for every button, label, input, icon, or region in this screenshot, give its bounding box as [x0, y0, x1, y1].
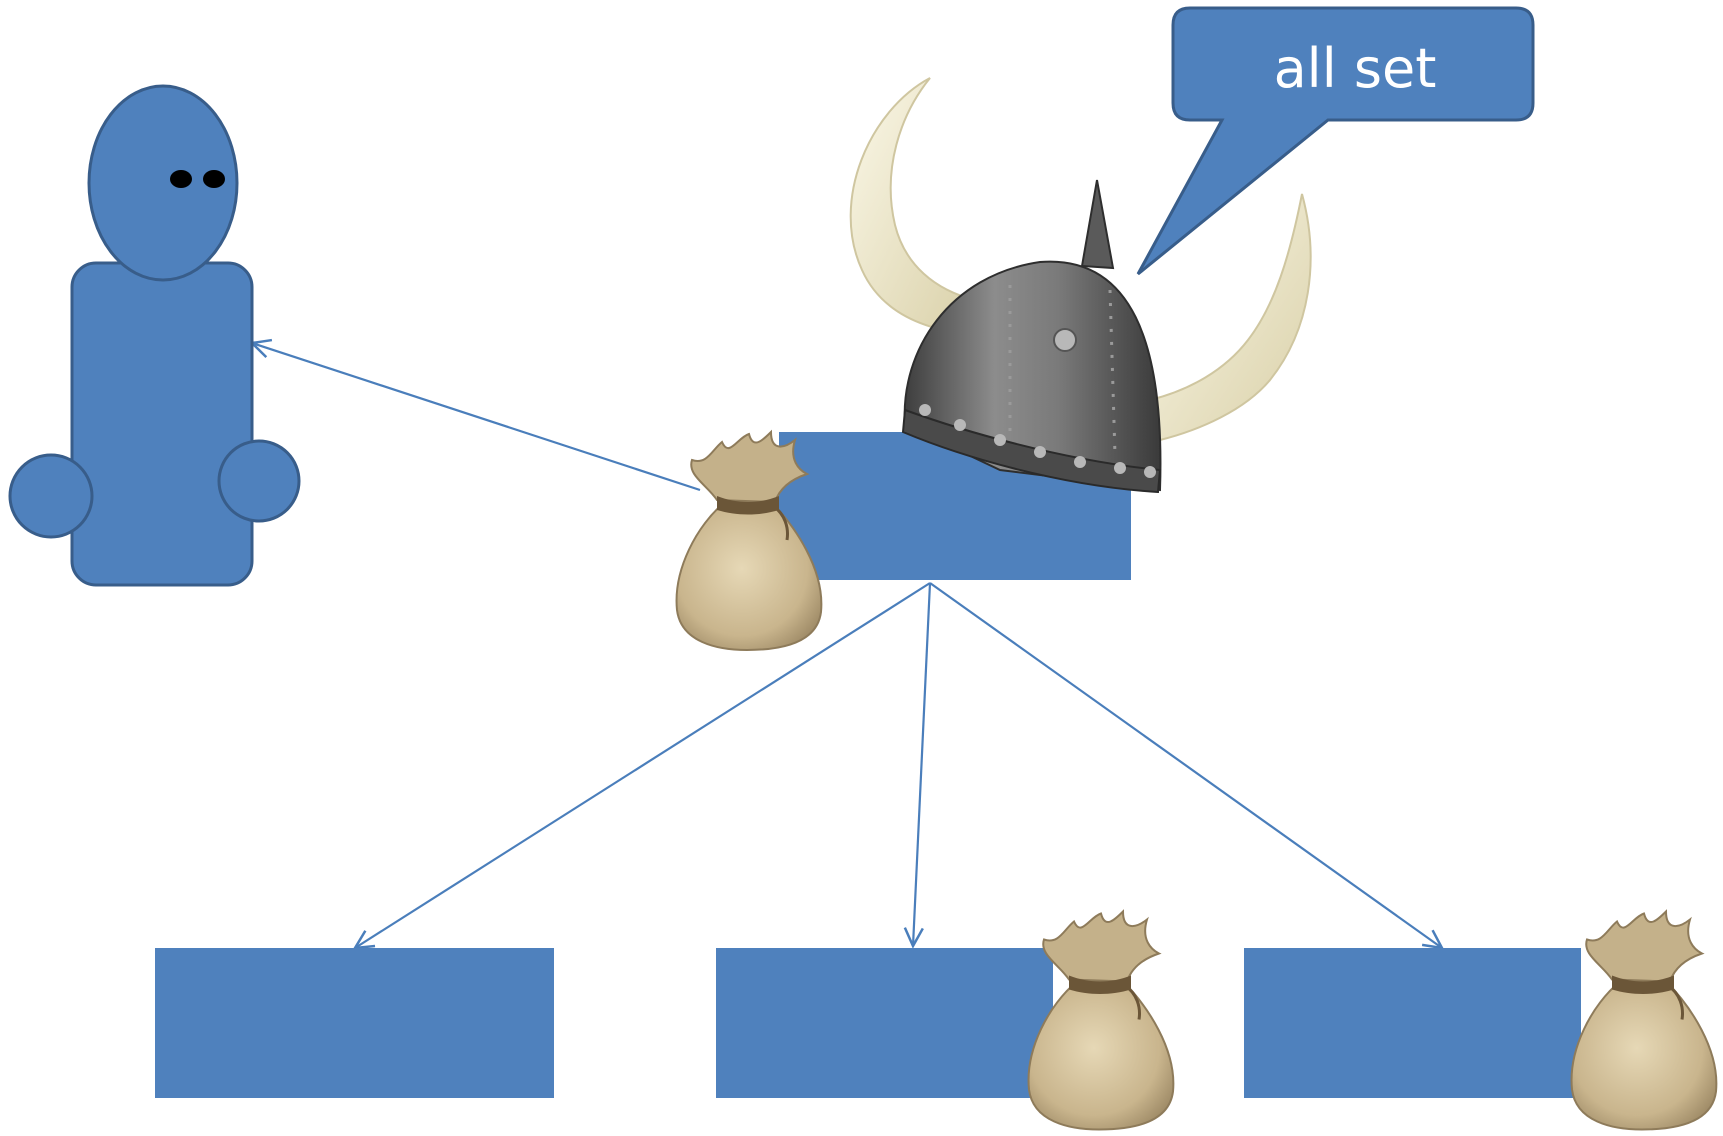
bottom-middle-box [716, 948, 1053, 1098]
money-bag-icon-middle [1026, 909, 1175, 1132]
person-figure [8, 84, 301, 587]
person-eye-left [170, 170, 192, 188]
bottom-right-box [1244, 948, 1581, 1098]
person-head [87, 84, 239, 282]
bottom-left-box [155, 948, 554, 1098]
person-hand-left [8, 453, 94, 539]
connector-to-middle-box [913, 582, 932, 946]
connector-lines [252, 343, 1442, 948]
person-eye-right [203, 170, 225, 188]
connector-to-left-box [355, 582, 931, 948]
speech-bubble: all set [1136, 6, 1535, 276]
connector-to-right-box [929, 582, 1442, 948]
viking-helmet-icon [849, 77, 1312, 494]
money-bag-icon-right [1569, 909, 1718, 1132]
speech-bubble-text: all set [1274, 37, 1437, 100]
person-hand-right [217, 439, 301, 523]
person-body [70, 261, 254, 587]
connector-to-person [252, 343, 701, 492]
